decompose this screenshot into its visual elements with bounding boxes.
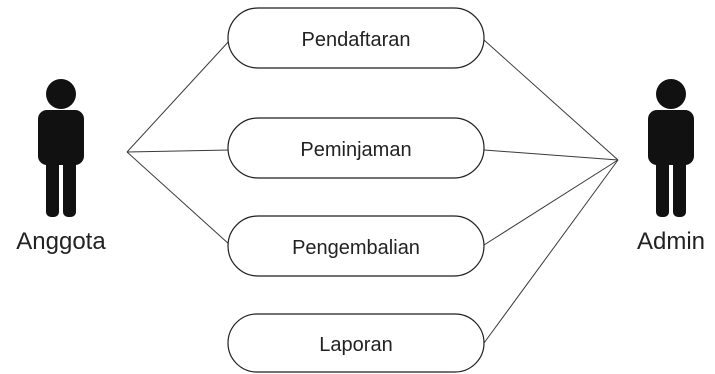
use-case-label: Pengembalian [292, 237, 420, 259]
use-case-label: Peminjaman [300, 139, 411, 161]
actor-label: Anggota [16, 228, 106, 255]
admin-associations [483, 39, 619, 344]
line-anggota-peminjaman [126, 149, 231, 153]
use-case-pendaftaran[interactable]: Pendaftaran [227, 7, 485, 69]
use-case-label: Laporan [319, 334, 392, 356]
line-admin-pendaftaran [483, 39, 619, 161]
use-case-laporan[interactable]: Laporan [227, 313, 485, 373]
line-anggota-pendaftaran [126, 39, 231, 153]
person-icon [648, 79, 694, 217]
actor-anggota[interactable]: Anggota [16, 79, 106, 255]
actor-admin[interactable]: Admin [637, 79, 705, 255]
line-anggota-pengembalian [126, 151, 231, 246]
actor-label: Admin [637, 228, 705, 255]
use-case-label: Pendaftaran [302, 29, 411, 51]
use-case-pengembalian[interactable]: Pengembalian [227, 215, 485, 277]
line-admin-laporan [483, 159, 619, 344]
use-case-peminjaman[interactable]: Peminjaman [227, 117, 485, 179]
person-icon [38, 79, 84, 217]
anggota-associations [126, 39, 231, 246]
line-admin-peminjaman [483, 149, 619, 161]
line-admin-pengembalian [483, 159, 619, 246]
